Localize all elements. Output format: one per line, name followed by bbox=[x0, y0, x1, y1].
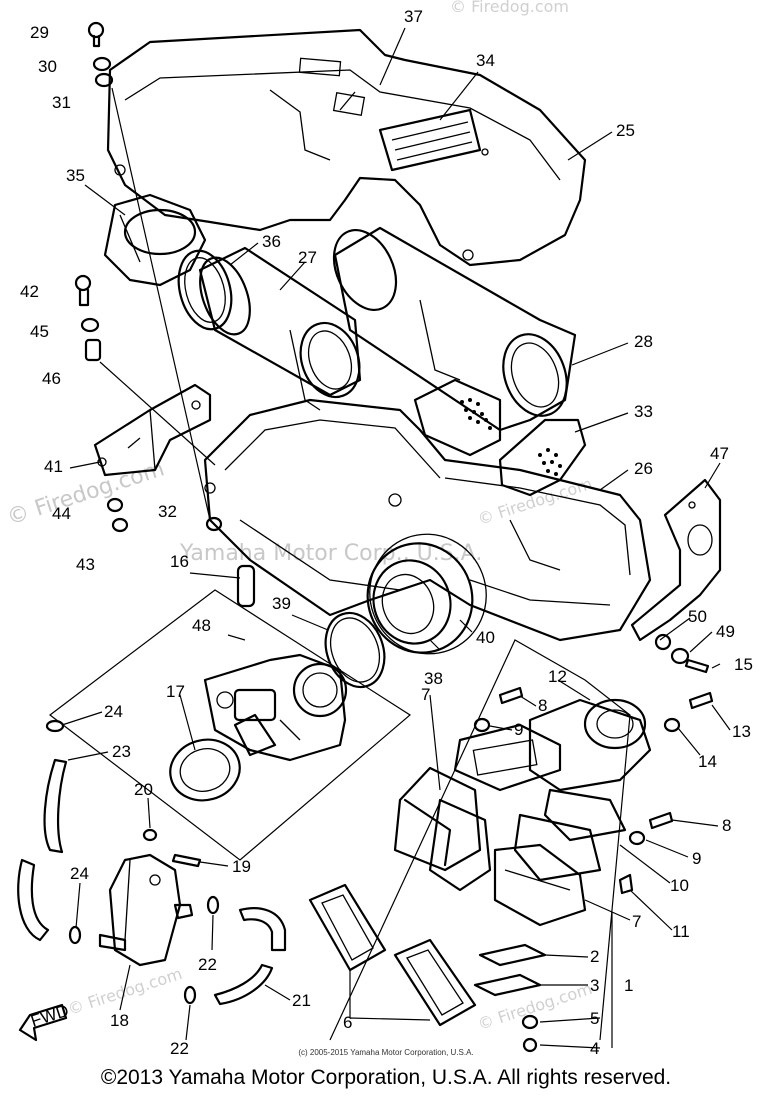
mount-bracket-right bbox=[630, 478, 722, 642]
fwd-label: FWD bbox=[28, 1001, 71, 1031]
guide-line-bracket bbox=[99, 361, 216, 466]
callout-42: 42 bbox=[20, 282, 39, 301]
callout-24b: 24 bbox=[70, 864, 89, 883]
callout-7b: 7 bbox=[632, 912, 641, 931]
fuel-pump bbox=[98, 853, 194, 967]
callout-45: 45 bbox=[30, 322, 49, 341]
callout-8: 8 bbox=[538, 696, 547, 715]
callout-13: 13 bbox=[732, 722, 751, 741]
callout-4: 4 bbox=[590, 1039, 599, 1058]
callout-40: 40 bbox=[476, 628, 495, 647]
callout-numbers: 29 30 31 37 34 25 35 36 27 28 42 45 46 3… bbox=[20, 7, 753, 1058]
callout-44: 44 bbox=[52, 504, 71, 523]
o-ring bbox=[324, 611, 386, 689]
callout-23: 23 bbox=[112, 742, 131, 761]
watermark-right: © Firedog.com bbox=[475, 474, 594, 529]
callout-15: 48 bbox=[192, 616, 211, 635]
air-box-case bbox=[203, 398, 652, 642]
guide-line-bolt bbox=[111, 87, 211, 521]
callout-26: 26 bbox=[634, 459, 653, 478]
callout-36: 36 bbox=[262, 232, 281, 251]
callout-34: 34 bbox=[476, 51, 495, 70]
callout-22b: 22 bbox=[170, 1039, 189, 1058]
watermark-top: © Firedog.com bbox=[450, 0, 569, 16]
callout-9b: 9 bbox=[692, 849, 701, 868]
hose-clips bbox=[45, 719, 220, 1005]
callout-25: 25 bbox=[616, 121, 635, 140]
small-copyright: (c) 2005-2015 Yamaha Motor Corporation, … bbox=[298, 1048, 474, 1057]
carburetor bbox=[203, 564, 348, 762]
callout-50: 50 bbox=[688, 607, 707, 626]
group-frame-carburetor bbox=[49, 589, 412, 861]
watermark-left: © Firedog.com bbox=[4, 456, 167, 530]
callout-27: 27 bbox=[298, 248, 317, 267]
intake-ring bbox=[366, 533, 487, 655]
callout-3: 3 bbox=[590, 976, 599, 995]
callout-43: 43 bbox=[76, 555, 95, 574]
callout-18: 18 bbox=[110, 1011, 129, 1030]
footer-copyright: ©2013 Yamaha Motor Corporation, U.S.A. A… bbox=[100, 1066, 672, 1089]
callout-35: 35 bbox=[66, 166, 85, 185]
callout-47: 47 bbox=[710, 444, 729, 463]
hardware-left bbox=[74, 21, 223, 533]
callout-2: 2 bbox=[590, 947, 599, 966]
reed-valve-assembly bbox=[393, 698, 652, 997]
callout-29: 29 bbox=[30, 23, 49, 42]
callout-16: 16 bbox=[170, 552, 189, 571]
callout-24: 24 bbox=[104, 702, 123, 721]
callout-30: 30 bbox=[38, 57, 57, 76]
callout-6: 6 bbox=[343, 1013, 352, 1032]
callout-39: 39 bbox=[272, 594, 291, 613]
callout-22: 22 bbox=[198, 955, 217, 974]
callout-14: 14 bbox=[698, 752, 717, 771]
callout-28: 28 bbox=[634, 332, 653, 351]
callout-9: 9 bbox=[514, 720, 523, 739]
callout-8b: 8 bbox=[722, 816, 731, 835]
forward-direction-badge: FWD bbox=[18, 1001, 71, 1042]
group-frame-reed bbox=[329, 639, 631, 1041]
callout-21: 21 bbox=[292, 991, 311, 1010]
carburetor-gasket bbox=[169, 738, 241, 802]
callout-11: 11 bbox=[672, 922, 690, 941]
callout-33: 33 bbox=[634, 402, 653, 421]
callout-32: 32 bbox=[158, 502, 177, 521]
filter-elements bbox=[413, 378, 587, 497]
intake-tube-right bbox=[332, 226, 577, 432]
callout-5: 5 bbox=[590, 1009, 599, 1028]
callout-46: 46 bbox=[42, 369, 61, 388]
callout-19: 19 bbox=[232, 857, 251, 876]
reed-gaskets bbox=[308, 883, 477, 1027]
callout-49: 49 bbox=[716, 622, 735, 641]
callout-37: 37 bbox=[404, 7, 423, 26]
callout-7: 7 bbox=[421, 685, 430, 704]
callout-1: 1 bbox=[624, 976, 633, 995]
callout-31: 31 bbox=[52, 93, 71, 112]
elbow-duct bbox=[103, 193, 207, 287]
mount-bracket-left bbox=[93, 383, 212, 477]
callout-12: 12 bbox=[548, 667, 567, 686]
hardware-reed bbox=[473, 686, 714, 1053]
callout-41: 41 bbox=[44, 457, 63, 476]
fuel-hoses bbox=[17, 758, 287, 1006]
callout-20: 20 bbox=[134, 780, 153, 799]
air-box-cover bbox=[106, 28, 587, 267]
callout-10: 10 bbox=[670, 876, 689, 895]
callout-38: 38 bbox=[424, 669, 443, 688]
hardware-right bbox=[654, 633, 710, 674]
callout-48: 15 bbox=[734, 655, 753, 674]
callout-17: 17 bbox=[166, 682, 185, 701]
intake-tube-left bbox=[198, 246, 362, 411]
watermark-center: Yamaha Motor Corp., U.S.A. bbox=[179, 541, 482, 566]
leader-lines bbox=[61, 27, 731, 1049]
